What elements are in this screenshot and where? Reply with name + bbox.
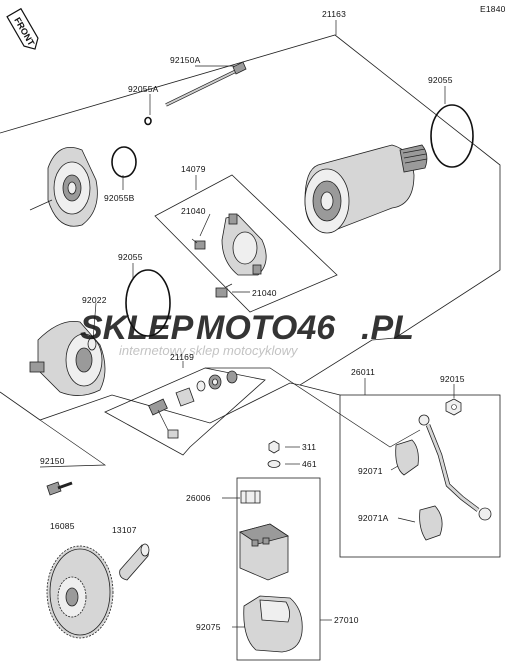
fuse-26006 — [240, 490, 261, 504]
relay-boot-92075 — [243, 595, 303, 653]
watermark: SKLEP MOTO46 .PL internetowy sklep motoc… — [80, 309, 414, 358]
cable-box — [339, 378, 501, 558]
label-92150a: 92150A — [170, 55, 201, 65]
diagram-ref-code: E1840 — [480, 4, 506, 14]
label-461: 461 — [302, 459, 317, 469]
label-92071a: 92071A — [358, 513, 389, 523]
o-ring-92055-top — [430, 104, 474, 168]
starter-motor-yoke — [304, 144, 428, 234]
label-92015: 92015 — [440, 374, 465, 384]
label-92055b: 92055B — [104, 193, 135, 203]
label-92055-mid: 92055 — [118, 252, 143, 262]
relay-box — [236, 477, 321, 661]
watermark-subtitle: internetowy sklep motocyklowy — [119, 343, 299, 358]
shaft-13107 — [119, 543, 150, 581]
o-ring-92055-mid — [125, 269, 171, 337]
terminal-kit-box — [104, 367, 266, 456]
label-92150: 92150 — [40, 456, 65, 466]
watermark-part2: MOTO46 — [196, 309, 336, 347]
gear-16085 — [46, 545, 114, 639]
brush-holder-box — [154, 174, 338, 313]
starter-cable-26011 — [395, 414, 492, 541]
washer-461 — [267, 460, 281, 468]
label-26011: 26011 — [351, 367, 375, 377]
label-311: 311 — [302, 442, 316, 452]
long-bolt-92150a — [165, 61, 247, 107]
part-labels: 21163 92150A 92055A 92055 92055B 14079 2… — [40, 9, 465, 632]
brush-21040-a — [191, 238, 206, 250]
nut-311 — [268, 440, 280, 454]
watermark-part3: .PL — [361, 309, 414, 347]
label-14079: 14079 — [181, 164, 206, 174]
label-21040-b: 21040 — [252, 288, 277, 298]
o-ring-92055b — [111, 146, 137, 178]
brush-holder-plate — [221, 213, 267, 276]
front-arrow-icon: FRONT — [6, 7, 39, 50]
leader-lines — [39, 65, 455, 628]
label-27010: 27010 — [334, 615, 359, 625]
label-21040-a: 21040 — [181, 206, 206, 216]
watermark-part1: SKLEP — [80, 309, 194, 347]
label-21169: 21169 — [170, 352, 194, 362]
label-21163: 21163 — [322, 9, 346, 19]
bolt-92150 — [46, 481, 73, 496]
label-16085: 16085 — [50, 521, 75, 531]
washer-92022 — [87, 337, 97, 351]
terminal-set-21169 — [148, 370, 238, 439]
label-13107: 13107 — [112, 525, 137, 535]
o-ring-92055a — [144, 116, 152, 126]
label-92075: 92075 — [196, 622, 221, 632]
relay-unit — [239, 523, 289, 581]
label-92071: 92071 — [358, 466, 383, 476]
brush-21040-b — [215, 283, 233, 298]
label-92055-top: 92055 — [428, 75, 453, 85]
front-cover — [29, 146, 98, 227]
label-92022: 92022 — [82, 295, 107, 305]
label-26006: 26006 — [186, 493, 211, 503]
label-92055a: 92055A — [128, 84, 159, 94]
nut-92015 — [445, 398, 462, 416]
